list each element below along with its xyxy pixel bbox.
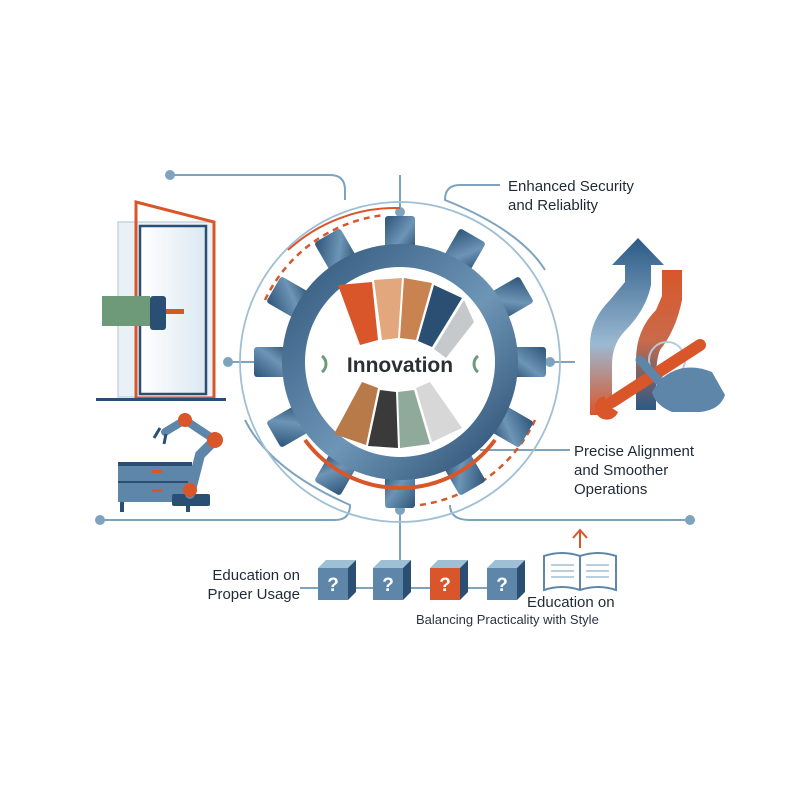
center-label: Innovation [347,354,453,377]
door-lock-icon [96,200,226,401]
gear-orbit [239,201,561,523]
question-cube: ? [373,560,411,600]
question-cube: ? [430,560,468,600]
style-title: Education on [527,594,615,611]
cube-symbol: ? [382,575,394,596]
cube-row: ???? [300,560,525,600]
style-subtitle: Balancing Practicality with Style [416,612,599,627]
cube-symbol: ? [327,575,339,596]
robot-arm-icon [152,413,223,506]
security-label: Enhanced Security and Reliablity [508,178,634,214]
gear-icon: Innovation [254,216,546,508]
cube-symbol: ? [496,575,508,596]
cube-symbol: ? [439,575,451,596]
wrench-hand-icon [594,339,725,420]
open-book-icon [543,528,617,592]
alignment-label: Precise Alignment and Smoother Operation… [574,443,695,498]
question-cube: ? [487,560,525,600]
usage-label: Education on Proper Usage [207,567,300,603]
question-cube: ? [318,560,356,600]
material-swatches [334,278,474,448]
